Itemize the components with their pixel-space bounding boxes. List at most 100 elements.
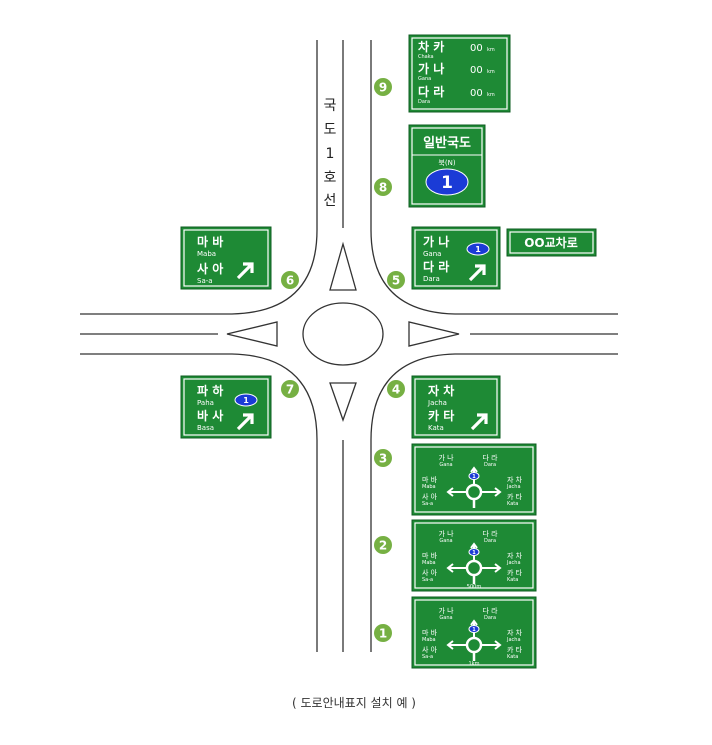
sign-9-distance: 9 차 카 Chaka 00 km 가 나 Gana 00 km 다 라 Dar… xyxy=(374,34,511,113)
west-splitter-island xyxy=(226,321,278,347)
dest-1-ko: 마 바 xyxy=(197,234,223,249)
sign-badge xyxy=(281,380,299,398)
nw-corner xyxy=(80,229,318,315)
sign-panel xyxy=(408,34,511,113)
dest-right-1-en: Jacha xyxy=(506,560,521,566)
road-network: 국 도 1 호 선 xyxy=(80,40,618,652)
dest-1-ko: 파 하 xyxy=(197,383,223,398)
sign-8-route: 8 일반국도 북(N) 1 xyxy=(374,124,486,208)
sign-border xyxy=(414,446,534,513)
route-shield xyxy=(468,548,480,556)
arrow-up-right-icon xyxy=(468,264,486,282)
sign-panel xyxy=(506,228,597,257)
sign-panel xyxy=(180,375,272,439)
dest-2-ko: 카 타 xyxy=(428,408,454,423)
sign-badge xyxy=(281,271,299,289)
arrow-up-right-icon xyxy=(470,413,488,431)
dest-left-2-en: Sa-a xyxy=(422,654,433,660)
dest-left-1-en: Maba xyxy=(422,560,436,566)
dest-top-2-ko: 다 라 xyxy=(482,606,498,615)
dest-1-ko: 차 카 xyxy=(418,39,444,54)
sign-border xyxy=(183,229,269,287)
ne-corner xyxy=(370,229,618,315)
dest-top-1-ko: 가 나 xyxy=(438,606,454,615)
dest-right-2-en: Kata xyxy=(507,577,518,583)
south-splitter-island xyxy=(329,382,357,422)
sign-border xyxy=(183,378,269,436)
diagram-caption: ( 도로안내표지 설치 예 ) xyxy=(292,696,416,710)
sign-badge xyxy=(387,380,405,398)
road-name-char-5: 선 xyxy=(324,193,337,209)
sign-badge-number: 6 xyxy=(286,274,294,288)
sign-badge xyxy=(374,78,392,96)
sign-badge-number: 5 xyxy=(392,274,400,288)
dest-top-2-en: Dara xyxy=(484,615,496,621)
dest-2-en: Dara xyxy=(423,275,440,283)
dest-top-1-ko: 가 나 xyxy=(438,453,454,462)
sign-title: 일반국도 xyxy=(423,135,471,151)
dest-left-1-ko: 마 바 xyxy=(422,551,438,560)
arrow-right-icon xyxy=(481,563,502,573)
dest-right-1-en: Jacha xyxy=(506,637,521,643)
north-splitter-island xyxy=(329,241,357,291)
dest-2-en: Kata xyxy=(428,424,444,432)
dest-top-1-en: Gana xyxy=(439,615,452,621)
dest-2-ko: 사 아 xyxy=(197,261,223,276)
route-shield xyxy=(468,472,480,480)
sign-badge xyxy=(387,271,405,289)
dest-top-2-ko: 다 라 xyxy=(482,529,498,538)
direction-label: 북(N) xyxy=(438,159,455,167)
sign-border xyxy=(411,127,483,205)
dest-left-2-ko: 사 아 xyxy=(422,645,438,654)
dest-2-unit: km xyxy=(487,69,495,75)
sign-4-direction: 4 자 차 Jacha 카 타 Kata xyxy=(387,375,501,439)
dest-1-en: Paha xyxy=(197,399,214,407)
road-name-char-2: 도 xyxy=(324,122,337,138)
dest-3-unit: km xyxy=(487,92,495,98)
sign-border xyxy=(509,231,594,254)
road-name-char-1: 국 xyxy=(324,98,337,114)
dest-left-1-ko: 마 바 xyxy=(422,628,438,637)
sign-border xyxy=(414,522,534,589)
sign-border xyxy=(414,378,498,436)
dest-right-2-ko: 카 타 xyxy=(507,568,523,577)
roundabout-center-island xyxy=(302,302,384,366)
sign-badge xyxy=(374,449,392,467)
arrow-left-icon xyxy=(446,487,467,497)
route-shield xyxy=(234,393,258,407)
dest-1-ko: 가 나 xyxy=(423,234,449,249)
sign-badge-number: 4 xyxy=(392,383,400,397)
sign-panel xyxy=(411,375,501,439)
dest-2-ko: 다 라 xyxy=(423,259,449,274)
dest-1-en: Jacha xyxy=(427,399,447,407)
east-splitter-island xyxy=(408,321,460,347)
sign-badge-number: 7 xyxy=(286,383,294,397)
dest-right-1-ko: 자 차 xyxy=(507,551,523,560)
dest-2-ko: 바 사 xyxy=(197,408,223,423)
route-shield xyxy=(468,625,480,633)
dest-3-en: Dara xyxy=(418,99,430,105)
dest-1-dist: 00 xyxy=(470,43,483,54)
dest-1-en: Maba xyxy=(197,250,216,258)
route-number: 1 xyxy=(475,245,481,254)
dest-2-en: Sa-a xyxy=(197,277,213,285)
road-name-char-4: 호 xyxy=(324,170,337,186)
distance-label: 1km xyxy=(469,661,480,667)
dest-top-2-en: Dara xyxy=(484,462,496,468)
sign-badge-number: 8 xyxy=(379,181,387,195)
dest-top-2-en: Dara xyxy=(484,538,496,544)
road-name-char-3: 1 xyxy=(326,146,335,162)
dest-left-1-ko: 마 바 xyxy=(422,475,438,484)
sign-panel xyxy=(180,226,272,290)
dest-2-en: Gana xyxy=(418,76,431,82)
dest-3-dist: 00 xyxy=(470,88,483,99)
dest-left-2-ko: 사 아 xyxy=(422,568,438,577)
route-number: 1 xyxy=(472,627,476,633)
dest-right-2-ko: 카 타 xyxy=(507,492,523,501)
arrow-left-icon xyxy=(446,563,467,573)
dest-1-en: Chaka xyxy=(418,54,434,60)
sign-badge xyxy=(374,624,392,642)
